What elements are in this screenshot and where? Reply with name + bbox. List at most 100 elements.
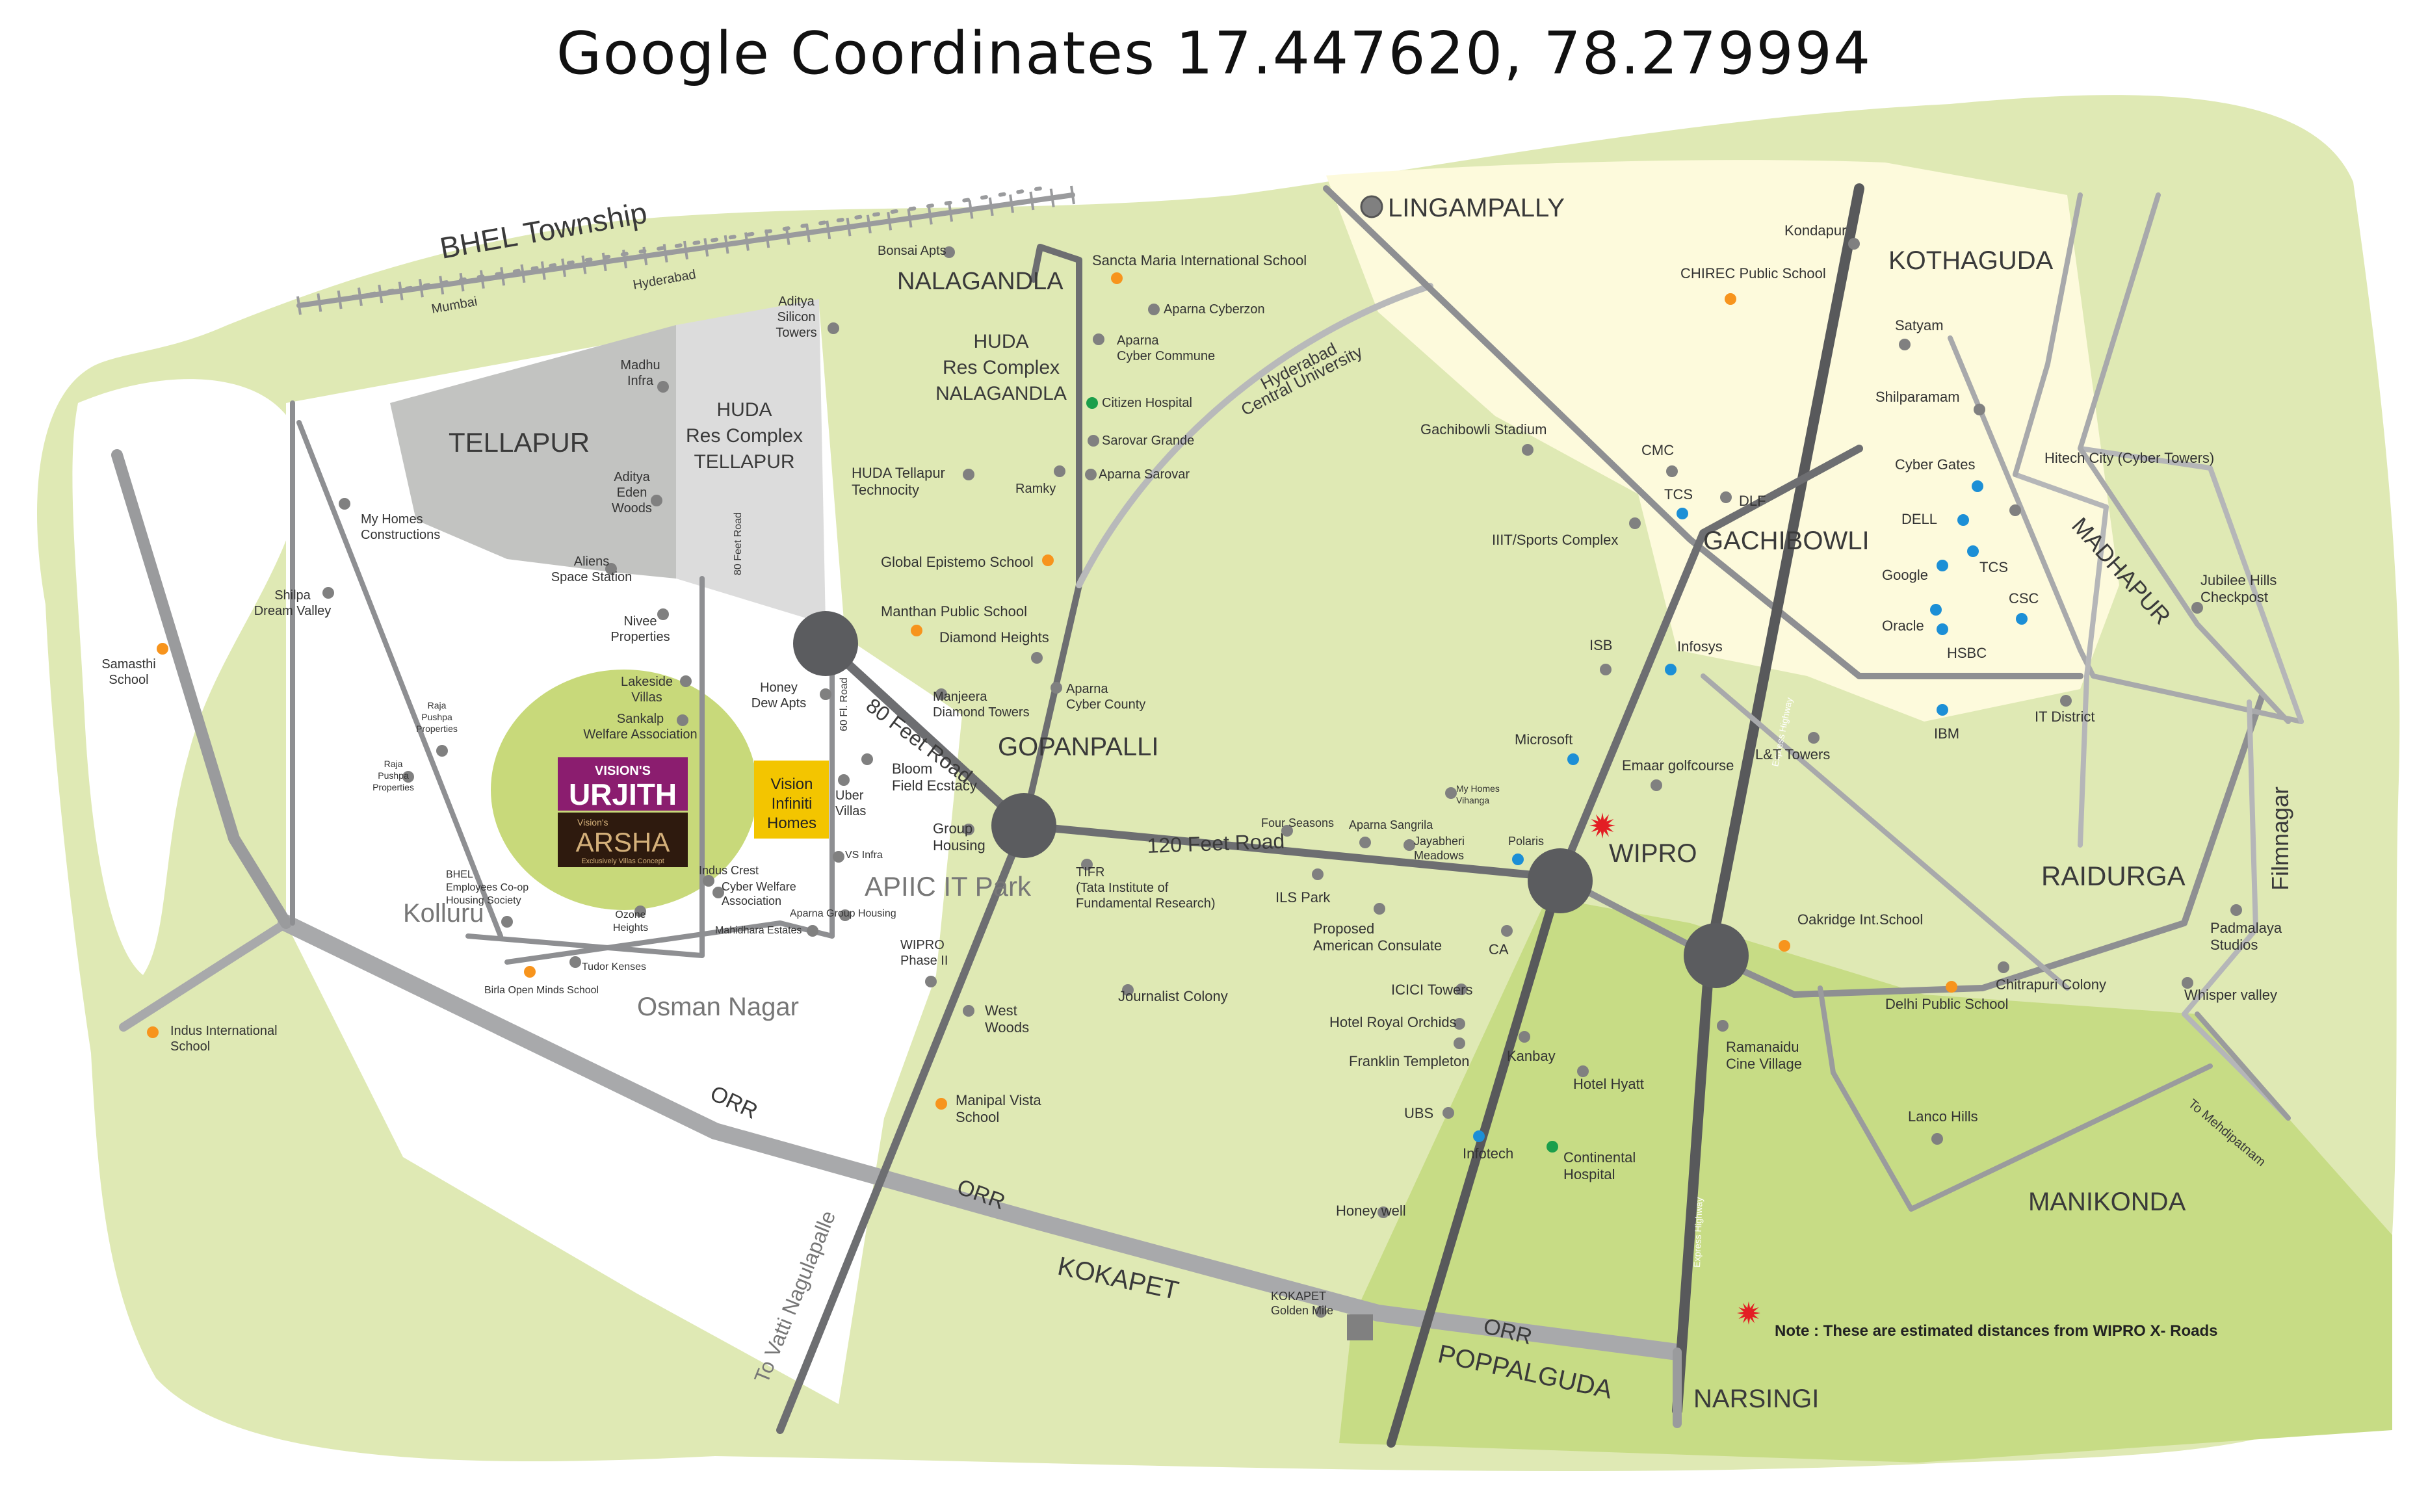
landmark-label: Honey well xyxy=(1336,1203,1406,1219)
grey-dot-icon xyxy=(1442,1107,1454,1119)
urjith-label: URJITH xyxy=(569,777,677,811)
landmark-label: Pushpa xyxy=(421,712,452,722)
grey-dot-icon xyxy=(1403,839,1415,851)
rail-tie xyxy=(601,252,607,272)
rail-tie xyxy=(662,244,668,263)
road-label-80-small: 80 Feet Road xyxy=(733,512,744,575)
rail-tie xyxy=(968,200,974,219)
landmark-label: ISB xyxy=(1589,637,1612,653)
region-filmnagar: Filmnagar xyxy=(2267,787,2293,891)
landmark-label: DELL xyxy=(1901,511,1937,527)
raidurga-road xyxy=(1701,673,2070,991)
region-manikonda: MANIKONDA xyxy=(2028,1188,2186,1216)
landmark-label: TCS xyxy=(1979,559,2008,575)
landmark-label: Lanco Hills xyxy=(1908,1108,1978,1125)
rail-tie xyxy=(622,250,628,268)
landmark-label: Villas xyxy=(835,804,866,818)
landmark-cmc: CMC xyxy=(1641,442,1678,477)
landmark-label: VS Infra xyxy=(845,850,883,861)
region-huda-tellapur-1: HUDA xyxy=(716,399,772,421)
landmark-label: Emaar golfcourse xyxy=(1622,757,1734,774)
rail-tie xyxy=(337,290,343,309)
orr-west-spur xyxy=(119,919,291,1032)
landmark-label: Dew Apts xyxy=(751,696,806,710)
rail-tie xyxy=(724,235,729,254)
grey-dot-icon xyxy=(1088,435,1099,447)
junction-narsingi xyxy=(1684,923,1749,988)
arsha-label: ARSHA xyxy=(576,827,670,857)
landmarks: Bonsai AptsAdityaSiliconTowersMadhuInfra… xyxy=(101,222,2282,1318)
grey-dot-icon xyxy=(677,714,688,726)
landmark-label: CA xyxy=(1489,941,1509,958)
region-huda-nalagandla-1: HUDA xyxy=(973,331,1028,352)
orange-dot-icon xyxy=(1111,272,1123,284)
landmark-label: Honey xyxy=(760,681,798,695)
landmark-label: Ramanaidu xyxy=(1726,1039,1799,1055)
landmark-label: Hospital xyxy=(1563,1166,1615,1182)
rail-tie xyxy=(317,293,322,312)
landmark-lanco: Lanco Hills xyxy=(1908,1108,1978,1145)
grey-dot-icon xyxy=(1081,859,1093,870)
landmark-label: Association xyxy=(722,894,781,907)
landmark-label: Dream Valley xyxy=(254,604,332,618)
landmark-label: Heights xyxy=(613,922,648,933)
grey-dot-icon xyxy=(1085,469,1097,480)
landmark-label: Samasthi xyxy=(101,657,155,671)
landmark-label: Aparna Cyberzon xyxy=(1164,302,1265,317)
grey-dot-icon xyxy=(820,688,831,700)
grey-dot-icon xyxy=(1666,465,1678,477)
grey-dot-icon xyxy=(1312,868,1324,880)
landmark-bonsai: Bonsai Apts xyxy=(878,244,955,258)
rail-tie xyxy=(887,211,893,231)
orange-dot-icon xyxy=(911,625,922,636)
blue-dot-icon xyxy=(1937,704,1948,716)
orange-dot-icon xyxy=(935,1098,947,1110)
landmark-ca: CA xyxy=(1489,925,1513,958)
roads xyxy=(111,183,2304,1448)
landmark-label: School xyxy=(170,1039,210,1054)
junctions xyxy=(793,195,1749,1340)
landmark-label: Jayabheri xyxy=(1414,835,1465,848)
grey-dot-icon xyxy=(605,563,617,575)
landmark-label: IBM xyxy=(1934,725,1959,742)
wipro-east-road xyxy=(1557,692,2265,998)
rail-tie xyxy=(1029,191,1035,211)
landmark-dell: DELL xyxy=(1901,511,1969,527)
landmark-label: Towers xyxy=(776,326,816,340)
landmark-label: Sarovar Grande xyxy=(1102,434,1194,448)
landmark-label: Satyam xyxy=(1895,317,1944,333)
landmark-it-district: IT District xyxy=(2035,695,2095,725)
landmark-label: TIFR xyxy=(1076,865,1104,880)
grey-dot-icon xyxy=(402,771,414,783)
grey-dot-icon xyxy=(1315,1306,1327,1318)
rail-tie xyxy=(948,203,954,222)
kothaguda-east xyxy=(2078,446,2304,724)
grey-dot-icon xyxy=(2060,695,2072,707)
landmark-label: KOKAPET xyxy=(1271,1290,1326,1303)
landmark-label: Polaris xyxy=(1508,835,1544,848)
landmark-label: Diamond Heights xyxy=(939,629,1049,645)
grey-dot-icon xyxy=(1455,984,1467,995)
grey-dot-icon xyxy=(1454,1018,1465,1030)
landmark-label: Meadows xyxy=(1414,849,1464,862)
landmark-label: Hotel Royal Orchids xyxy=(1329,1014,1457,1030)
grey-dot-icon xyxy=(1377,1206,1389,1218)
landmark-label: Lakeside xyxy=(621,675,673,689)
rail-tie xyxy=(703,238,709,257)
landmark-satyam: Satyam xyxy=(1895,317,1944,350)
landmark-cyber-gates: Cyber Gates xyxy=(1895,456,1983,492)
orange-dot-icon xyxy=(147,1026,159,1038)
landmark-hitech: Hitech City (Cyber Towers) xyxy=(2009,450,2214,516)
landmark-label: Silicon xyxy=(777,310,816,324)
landmark-label: Housing xyxy=(933,837,986,854)
grey-dot-icon xyxy=(1931,1133,1943,1145)
landmark-label: Ozone xyxy=(615,909,646,920)
landmark-royal-orchids: Hotel Royal Orchids xyxy=(1329,1014,1465,1030)
